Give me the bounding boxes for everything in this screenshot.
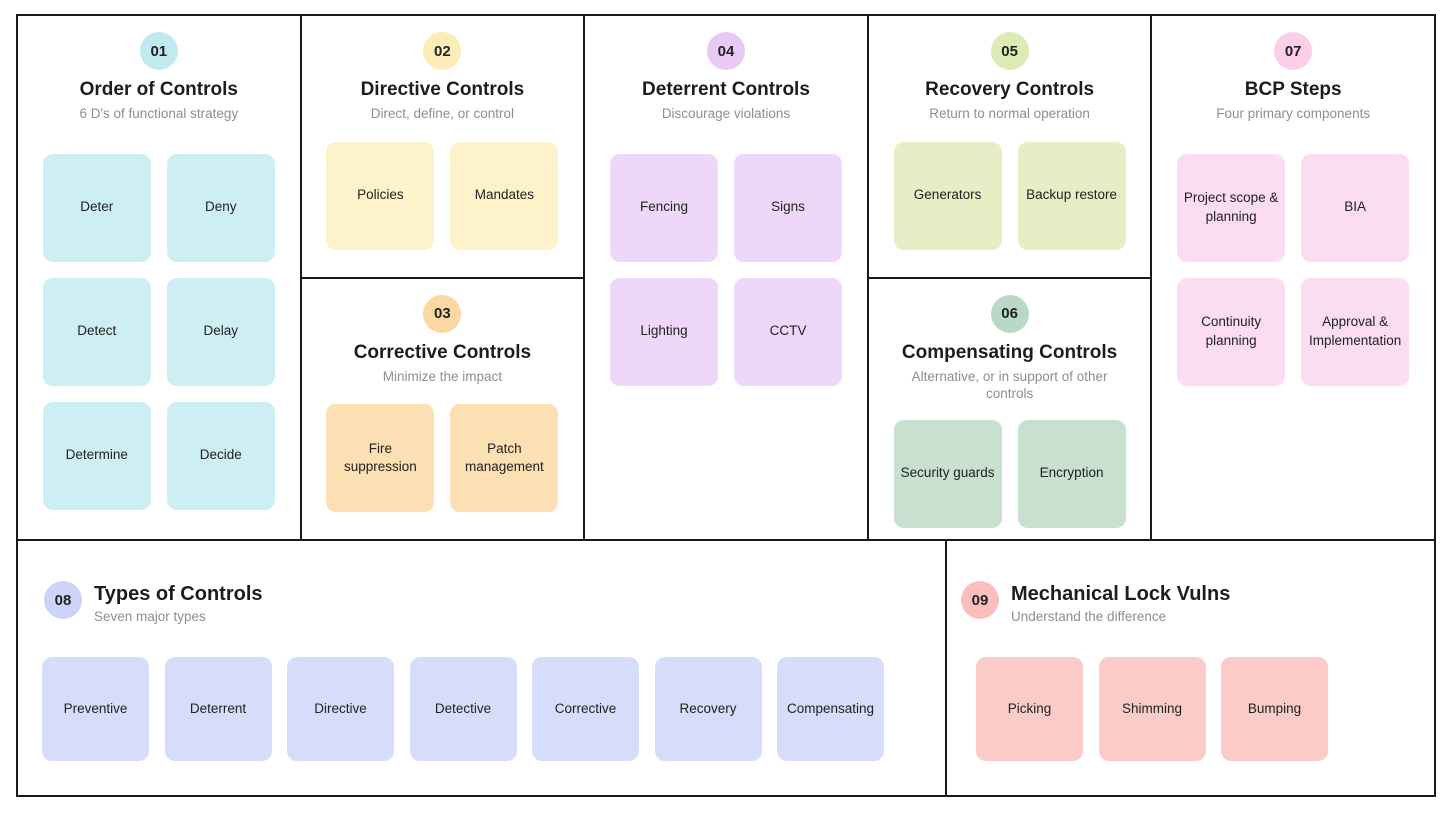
section-header: 09 Mechanical Lock Vulns Understand the … xyxy=(947,541,1434,624)
section-header-text: Types of Controls Seven major types xyxy=(94,581,263,624)
column-4: 05 Recovery Controls Return to normal op… xyxy=(868,16,1153,540)
card-policies: Policies xyxy=(326,141,435,250)
section-mechanical-lock-vulns: 09 Mechanical Lock Vulns Understand the … xyxy=(947,541,1434,797)
section-title: Mechanical Lock Vulns xyxy=(1011,583,1231,605)
section-title: Compensating Controls xyxy=(901,341,1118,363)
section-number-badge: 05 xyxy=(990,32,1029,70)
card-corrective: Corrective xyxy=(532,657,639,761)
section-order-of-controls: 01 Order of Controls 6 D's of functional… xyxy=(18,16,300,510)
card-grid: Security guards Encryption xyxy=(869,419,1151,528)
section-title: Corrective Controls xyxy=(353,341,532,363)
card-grid: Deter Deny Detect Delay Determine Decide xyxy=(18,153,300,510)
card-backup-restore: Backup restore xyxy=(1017,141,1126,250)
card-lighting: Lighting xyxy=(609,277,718,386)
section-subtitle: Minimize the impact xyxy=(382,368,503,384)
section-number-badge: 06 xyxy=(990,294,1029,333)
card-encryption: Encryption xyxy=(1017,419,1126,528)
card-delay: Delay xyxy=(166,277,275,386)
card-compensating: Compensating xyxy=(777,657,884,761)
section-directive-controls: 02 Directive Controls Direct, define, or… xyxy=(301,16,584,279)
section-types-of-controls: 08 Types of Controls Seven major types P… xyxy=(18,541,947,797)
column-2: 02 Directive Controls Direct, define, or… xyxy=(301,16,586,540)
card-shimming: Shimming xyxy=(1098,657,1206,761)
card-grid: Policies Mandates xyxy=(302,141,584,250)
card-deterrent: Deterrent xyxy=(164,657,272,761)
section-subtitle: Return to normal operation xyxy=(929,106,1090,121)
card-fire-suppression: Fire suppression xyxy=(326,404,435,513)
section-title: Directive Controls xyxy=(360,79,525,100)
section-bcp-steps: 07 BCP Steps Four primary components Pro… xyxy=(1152,16,1434,386)
card-grid: Project scope & planning BIA Continuity … xyxy=(1152,153,1434,386)
card-decide: Decide xyxy=(166,401,275,510)
section-number-badge: 07 xyxy=(1274,32,1313,70)
card-determine: Determine xyxy=(42,401,151,510)
card-project-scope-planning: Project scope & planning xyxy=(1177,153,1286,262)
section-compensating-controls: 06 Compensating Controls Alternative, or… xyxy=(869,279,1151,540)
section-subtitle: Discourage violations xyxy=(661,106,791,121)
section-title: Order of Controls xyxy=(79,79,238,100)
section-number-badge: 09 xyxy=(961,581,999,619)
card-deny: Deny xyxy=(166,153,275,262)
section-number-badge: 04 xyxy=(706,32,745,70)
section-subtitle: Alternative, or in support of other cont… xyxy=(911,368,1108,402)
cheatsheet-frame: 01 Order of Controls 6 D's of functional… xyxy=(16,14,1436,797)
card-recovery: Recovery xyxy=(654,657,762,761)
card-detect: Detect xyxy=(42,277,151,386)
section-header: 08 Types of Controls Seven major types xyxy=(18,541,945,624)
card-picking: Picking xyxy=(976,657,1083,761)
column-3: 04 Deterrent Controls Discourage violati… xyxy=(585,16,869,539)
section-title: BCP Steps xyxy=(1244,79,1342,100)
card-patch-management: Patch management xyxy=(450,404,559,513)
section-number-badge: 03 xyxy=(423,294,462,333)
card-directive: Directive xyxy=(287,657,394,761)
card-cctv: CCTV xyxy=(733,277,842,386)
section-number-badge: 08 xyxy=(44,581,82,619)
card-mandates: Mandates xyxy=(450,141,559,250)
card-deter: Deter xyxy=(42,153,151,262)
card-bia: BIA xyxy=(1301,153,1410,262)
section-header-text: Mechanical Lock Vulns Understand the dif… xyxy=(1011,581,1230,624)
bottom-band: 08 Types of Controls Seven major types P… xyxy=(18,539,1434,797)
card-security-guards: Security guards xyxy=(893,419,1002,528)
card-grid: Fencing Signs Lighting CCTV xyxy=(585,153,867,386)
section-title: Types of Controls xyxy=(94,583,263,605)
card-row: Picking Shimming Bumping xyxy=(947,657,1434,761)
section-number-badge: 01 xyxy=(139,32,178,70)
section-recovery-controls: 05 Recovery Controls Return to normal op… xyxy=(868,16,1151,279)
section-title: Recovery Controls xyxy=(925,79,1095,100)
card-grid: Generators Backup restore xyxy=(869,141,1151,250)
card-signs: Signs xyxy=(733,153,842,262)
card-fencing: Fencing xyxy=(609,153,718,262)
top-band: 01 Order of Controls 6 D's of functional… xyxy=(18,16,1434,539)
card-detective: Detective xyxy=(409,657,517,761)
card-generators: Generators xyxy=(893,141,1002,250)
card-approval-implementation: Approval & Implementation xyxy=(1301,277,1410,386)
section-title: Deterrent Controls xyxy=(642,79,810,100)
card-grid: Fire suppression Patch management xyxy=(302,404,584,513)
section-number-badge: 02 xyxy=(423,32,462,70)
section-subtitle: Seven major types xyxy=(94,609,206,624)
column-1: 01 Order of Controls 6 D's of functional… xyxy=(18,16,302,539)
section-subtitle: 6 D's of functional strategy xyxy=(79,106,239,121)
section-corrective-controls: 03 Corrective Controls Minimize the impa… xyxy=(302,279,584,540)
card-bumping: Bumping xyxy=(1221,657,1328,761)
section-subtitle: Understand the difference xyxy=(1011,609,1167,624)
column-5: 07 BCP Steps Four primary components Pro… xyxy=(1152,16,1434,539)
card-continuity-planning: Continuity planning xyxy=(1177,277,1286,386)
section-subtitle: Direct, define, or control xyxy=(370,106,515,121)
section-deterrent-controls: 04 Deterrent Controls Discourage violati… xyxy=(585,16,867,386)
card-row: Preventive Deterrent Directive Detective… xyxy=(18,657,945,761)
card-preventive: Preventive xyxy=(42,657,149,761)
section-subtitle: Four primary components xyxy=(1216,106,1371,121)
